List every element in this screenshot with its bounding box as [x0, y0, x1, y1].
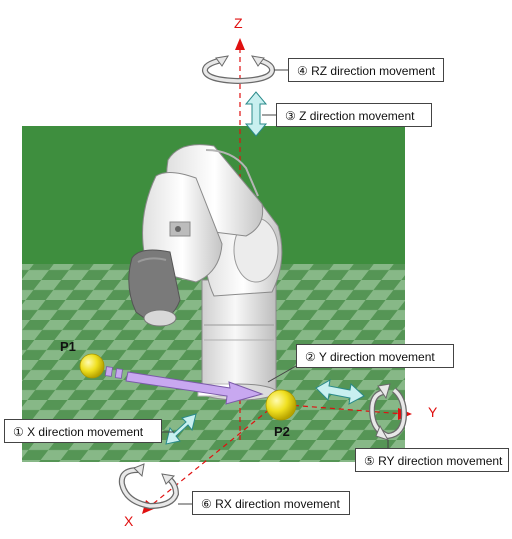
x-axis-label: X [124, 513, 134, 529]
y-translation-arrow-icon [315, 379, 365, 405]
p1-label: P1 [60, 339, 76, 354]
ry-movement-label: ⑤ RY direction movement [355, 448, 509, 472]
rz-rotation-arrow-icon [201, 55, 276, 85]
p2-target-ball [265, 389, 297, 421]
y-movement-label: ② Y direction movement [296, 344, 454, 368]
p1-to-p2-path-arrow [104, 366, 264, 405]
rz-movement-label: ④ RZ direction movement [288, 58, 444, 82]
z-movement-label: ③ Z direction movement [276, 103, 432, 127]
x-axis-line [147, 403, 277, 509]
y-axis-line [275, 403, 405, 415]
x-movement-label: ① X direction movement [4, 419, 162, 443]
x-translation-arrow-icon [165, 413, 197, 445]
z-axis-label: Z [234, 15, 243, 31]
z-axis-arrowhead [235, 38, 245, 50]
ry-rotation-arrow-icon [368, 383, 408, 441]
p1-target-ball [79, 353, 105, 379]
y-leader-line [267, 365, 297, 383]
rx-rotation-arrow-icon [118, 463, 180, 510]
y-axis-label: Y [428, 404, 438, 420]
z-translation-arrow-icon [244, 91, 268, 137]
p2-label: P2 [274, 424, 290, 439]
rx-movement-label: ⑥ RX direction movement [192, 491, 350, 515]
